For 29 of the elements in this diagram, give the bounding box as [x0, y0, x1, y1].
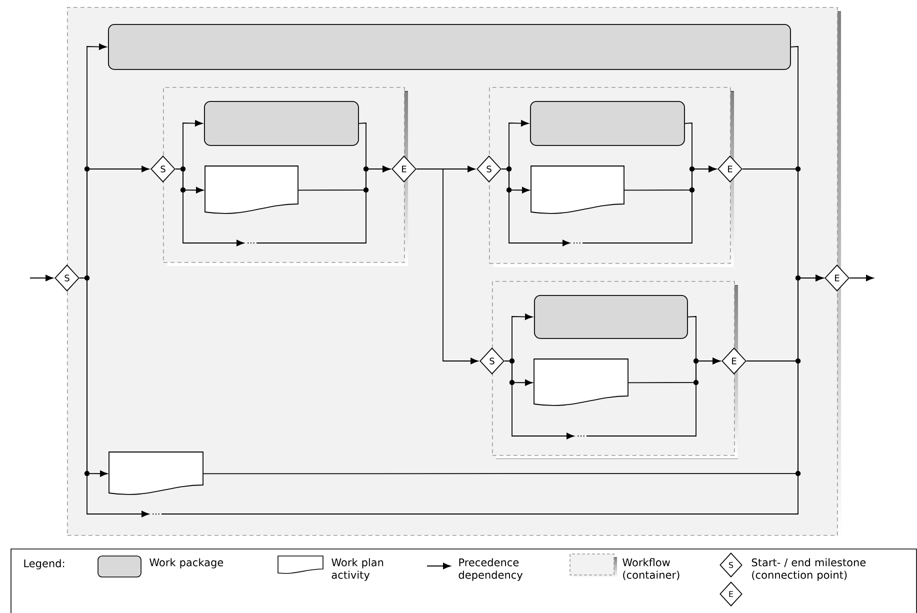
- arrow: [30, 274, 54, 282]
- arrow: [504, 360, 574, 440]
- arrow: [586, 358, 720, 436]
- arrow: [175, 168, 244, 246]
- work-package-box: [530, 101, 685, 146]
- arrow: [79, 278, 150, 518]
- legend-label: Precedence dependency: [458, 558, 523, 581]
- work-package-box: [204, 101, 359, 146]
- ellipsis-text: ...: [578, 435, 584, 437]
- legend-label: Workflow (container): [622, 558, 680, 580]
- arrow: [849, 274, 874, 282]
- ellipsis-text: ...: [248, 242, 254, 244]
- activity-shape: [204, 166, 298, 214]
- arrow: [161, 274, 824, 514]
- arrow: [501, 168, 570, 246]
- legend-title: Legend:: [24, 559, 64, 570]
- arrow: [416, 168, 478, 364]
- ellipsis-text: ...: [574, 242, 580, 244]
- arrow: [582, 166, 716, 244]
- legend-label: Work plan activity: [332, 558, 384, 581]
- activity-shape: [534, 358, 628, 406]
- legend-label: Start- / end milestone (connection point): [752, 558, 866, 581]
- activity-shape: [108, 452, 204, 495]
- ellipsis-text: ...: [152, 513, 160, 515]
- legend-label: Work package: [150, 558, 224, 568]
- arrow: [256, 166, 390, 244]
- work-package-box: [534, 295, 688, 339]
- activity-shape: [530, 166, 624, 214]
- work-package-box: [108, 24, 791, 70]
